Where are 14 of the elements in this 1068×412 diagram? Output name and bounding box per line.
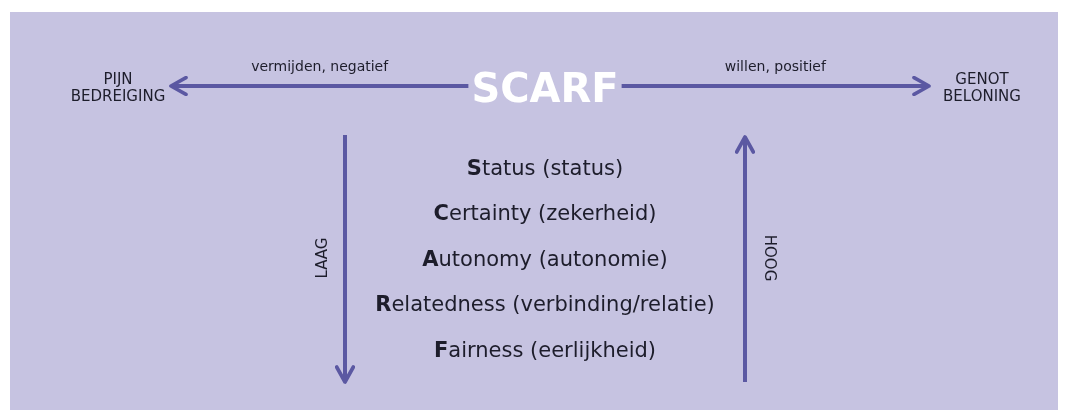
edge-label: vermijden, negatief bbox=[251, 58, 389, 74]
list-item: Certainty (zekerheid) bbox=[433, 201, 657, 225]
outcome-label: GENOT BELONING bbox=[932, 70, 1032, 106]
axis-label: LAAG bbox=[313, 237, 331, 279]
list-item: Autonomy (autonomie) bbox=[422, 247, 668, 271]
list-item: Status (status) bbox=[466, 156, 624, 180]
axis-label: HOOG bbox=[761, 234, 779, 282]
outcome-label: PIJN BEDREIGING bbox=[68, 70, 168, 106]
arrow bbox=[169, 75, 469, 97]
title-text: SCARF bbox=[471, 65, 619, 111]
list-item: Relatedness (verbinding/relatie) bbox=[375, 292, 715, 316]
edge-label: willen, positief bbox=[724, 58, 826, 74]
arrow bbox=[621, 75, 931, 97]
list-item: Fairness (eerlijkheid) bbox=[433, 338, 656, 362]
